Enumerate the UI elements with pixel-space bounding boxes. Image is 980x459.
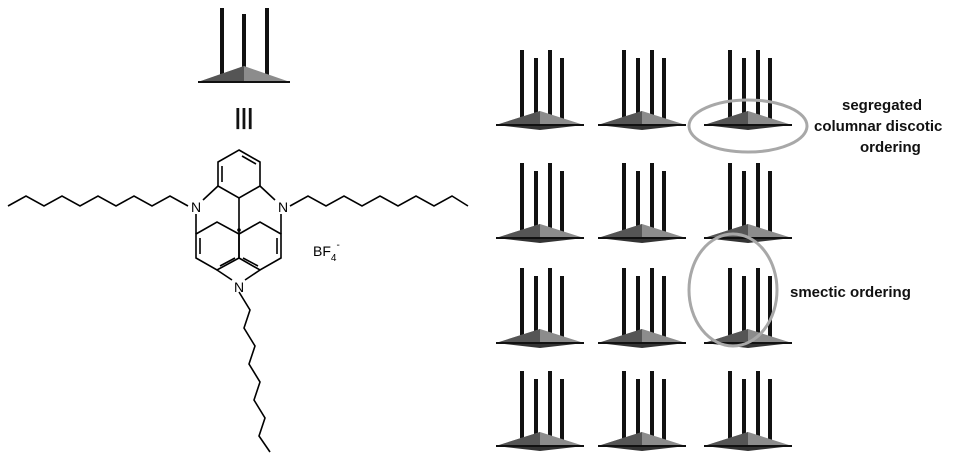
smectic-highlight-ring <box>687 232 779 348</box>
discotic-unit <box>703 268 793 349</box>
counterion: BF4- <box>313 240 340 264</box>
label-columnar-line-2: columnar discotic <box>814 118 942 135</box>
discotic-unit <box>597 50 687 131</box>
label-smectic: smectic ordering <box>790 284 911 301</box>
discotic-unit <box>495 163 585 244</box>
label-columnar-line-3: ordering <box>860 139 921 156</box>
discotic-unit <box>597 163 687 244</box>
discotic-unit <box>703 163 793 244</box>
discotic-unit <box>703 50 793 131</box>
discotic-unit <box>703 371 793 452</box>
equivalence-symbol: ||| <box>235 104 253 129</box>
discotic-unit <box>495 50 585 131</box>
atom-n-left: N <box>191 199 201 215</box>
atom-n-right: N <box>278 199 288 215</box>
discotic-unit <box>597 371 687 452</box>
discotic-unit <box>495 371 585 452</box>
discotic-unit <box>597 268 687 349</box>
columnar-lattice <box>495 50 793 452</box>
radical-dot <box>237 228 241 232</box>
columnar-highlight-ring <box>687 98 809 154</box>
atom-n-bottom: N <box>234 279 244 295</box>
label-columnar-line-1: segregated <box>842 97 922 114</box>
chemical-structure <box>7 149 469 453</box>
discotic-unit <box>495 268 585 349</box>
schematic-discotic-molecule <box>198 8 290 83</box>
